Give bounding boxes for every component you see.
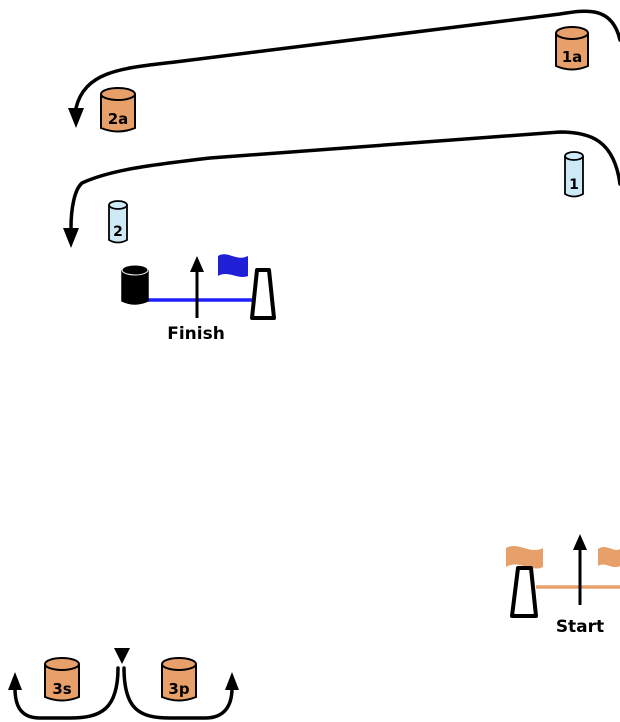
buoy-1: 1	[564, 151, 584, 198]
course-arrow-1a-to-2a	[74, 9, 620, 110]
start-arrowhead	[573, 534, 587, 550]
finish-label: Finish	[167, 324, 225, 344]
finish-flag	[218, 254, 248, 277]
gate-arrowhead-left	[8, 672, 22, 690]
start-line-group: Start	[506, 534, 620, 637]
course-arrow-1-to-2	[69, 130, 620, 230]
finish-pin-buoy	[121, 264, 149, 305]
buoy-2: 2	[108, 200, 128, 244]
buoy-2a-label: 2a	[108, 110, 129, 128]
buoy-2-label: 2	[113, 224, 123, 240]
buoy-3p: 3p	[161, 657, 197, 702]
buoy-2a: 2a	[100, 87, 136, 133]
finish-line-group: Finish	[121, 254, 276, 344]
buoy-1-label: 1	[569, 177, 579, 193]
gate-arrowhead-right	[225, 672, 239, 690]
gate-group: 3s 3p	[8, 648, 239, 720]
arrowhead-2	[63, 228, 79, 248]
buoy-3s-label: 3s	[52, 680, 71, 698]
gate-arrow-left	[13, 666, 120, 720]
start-label: Start	[556, 617, 604, 637]
finish-committee-boat	[250, 268, 276, 320]
buoy-3p-label: 3p	[168, 680, 189, 698]
buoy-3s: 3s	[44, 657, 80, 702]
gate-pointer	[114, 648, 130, 664]
buoy-1a-label: 1a	[562, 48, 583, 66]
finish-arrowhead	[190, 256, 204, 272]
buoy-1a: 1a	[555, 26, 589, 71]
start-committee-boat	[510, 566, 538, 618]
start-flag-left	[506, 545, 543, 569]
gate-arrow-right	[122, 666, 234, 720]
arrowhead-2a	[68, 108, 84, 128]
start-flag-right	[598, 547, 620, 568]
